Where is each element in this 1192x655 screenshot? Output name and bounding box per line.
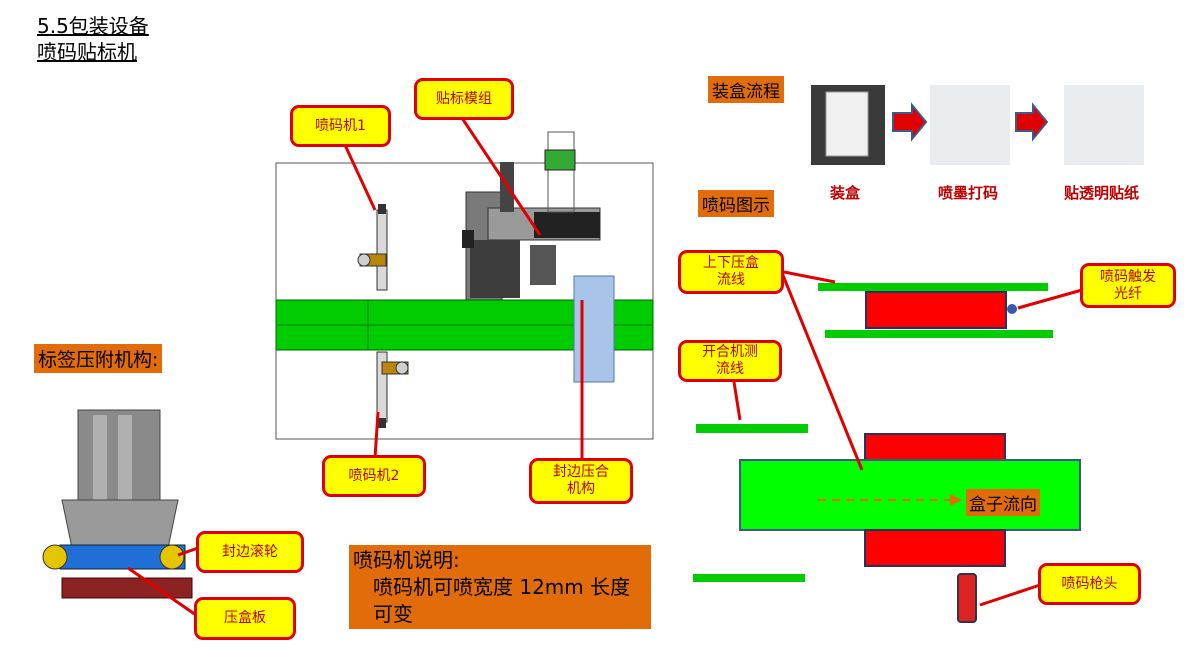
box-lower [864, 529, 1006, 567]
trigger-fiber-dot [1007, 304, 1017, 314]
upper-line [818, 283, 1048, 291]
printer1-tip [378, 204, 386, 214]
printer1-knob [357, 253, 371, 267]
label-module-base [470, 240, 520, 298]
arrow-open-close-line [732, 381, 742, 421]
arrow-upper-lower-line-b [783, 270, 836, 284]
packing-step-image-2 [930, 85, 1010, 165]
press-frame [61, 499, 179, 549]
printer-note-body: 喷码机可喷宽度 12mm 长度可变 [373, 575, 631, 626]
flow-direction-label: 盒子流向 [966, 489, 1040, 516]
arrow-trigger-fiber [1017, 288, 1083, 310]
box-top [865, 291, 1007, 329]
press-plate [61, 577, 193, 599]
flow-step-arrow-2 [1015, 102, 1049, 142]
print-diagram-heading: 喷码图示 [698, 190, 774, 217]
press-guide [118, 415, 132, 500]
callout-upper-lower-line: 上下压盒 流线 [678, 250, 784, 294]
callout-printer2: 喷码机2 [322, 455, 426, 497]
arrow-seal-roller [177, 546, 199, 557]
callout-open-close-line: 开合机测 流线 [678, 340, 782, 382]
packing-step-caption-1: 装盒 [830, 184, 861, 202]
arrow-upper-lower-line [778, 267, 864, 471]
lower-line [825, 330, 1053, 338]
label-mechanism-heading: 标签压附机构: [34, 344, 163, 373]
callout-printer1: 喷码机1 [290, 105, 391, 147]
printer2-knob [395, 361, 409, 375]
seal-roller-left [42, 544, 68, 570]
printer-note-title: 喷码机说明: [353, 548, 460, 572]
label-module-head [534, 212, 600, 238]
packing-flow-heading: 装盒流程 [708, 76, 784, 103]
printer1-body [376, 209, 388, 291]
printer-note: 喷码机说明: 喷码机可喷宽度 12mm 长度可变 [349, 545, 651, 629]
section-number-title: 5.5包装设备 [37, 14, 149, 38]
flow-step-arrow-1 [892, 102, 928, 142]
arrow-printer1 [343, 144, 377, 211]
callout-nozzle: 喷码枪头 [1038, 563, 1141, 605]
open-close-line-top [696, 424, 808, 433]
label-applicator [530, 245, 556, 285]
press-guide [93, 415, 107, 500]
arrow-printer2 [373, 411, 380, 459]
packing-step-caption-2: 喷墨打码 [938, 184, 999, 202]
printer2-tip [378, 418, 386, 428]
callout-label-module: 贴标模组 [414, 78, 514, 120]
arrow-press-plate [127, 566, 197, 617]
label-module-block [462, 230, 474, 248]
arrow-label-module [460, 117, 542, 236]
page-title: 喷码贴标机 [37, 40, 137, 64]
flow-arrow-head [950, 494, 962, 506]
callout-trigger-fiber: 喷码触发 光纤 [1080, 263, 1176, 308]
open-close-line-bottom [693, 574, 805, 582]
nozzle-body [957, 573, 977, 623]
arrow-nozzle [979, 583, 1041, 607]
packing-step-image-1-box [825, 91, 869, 157]
callout-edge-seal: 封边压合 机构 [529, 458, 633, 504]
callout-seal-roller: 封边滚轮 [196, 531, 304, 573]
edge-seal-plate [573, 275, 615, 383]
label-reel [544, 149, 576, 171]
label-reel-frame [547, 131, 575, 213]
packing-step-caption-3: 贴透明贴纸 [1064, 184, 1140, 202]
callout-press-plate: 压盒板 [194, 597, 296, 640]
packing-step-image-3 [1064, 85, 1144, 165]
seal-roller-right [159, 544, 185, 570]
